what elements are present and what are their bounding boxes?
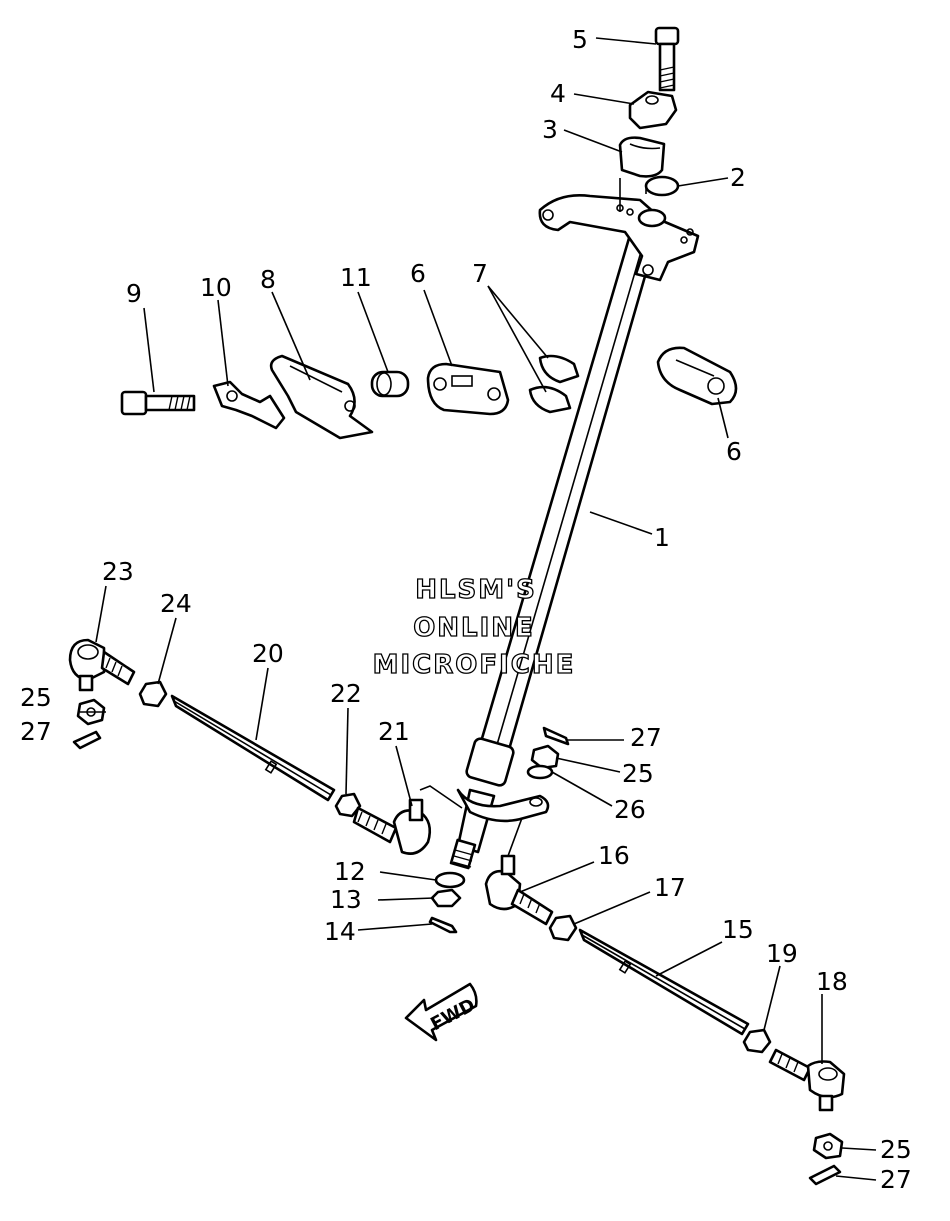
callout-7: 7 xyxy=(472,259,488,288)
nut-25-mid xyxy=(530,744,560,770)
callout-1: 1 xyxy=(654,523,670,552)
cotter-pin-14 xyxy=(428,916,458,934)
forward-direction-arrow: FWD xyxy=(404,982,479,1042)
callout-24: 24 xyxy=(160,589,192,618)
callout-25-left: 25 xyxy=(20,683,52,712)
callout-8: 8 xyxy=(260,265,276,294)
callout-16: 16 xyxy=(598,841,630,870)
callout-25-right: 25 xyxy=(880,1135,912,1164)
watermark-line-3: MICROFICHE xyxy=(373,650,576,680)
nut-22 xyxy=(334,792,362,818)
clamp-4 xyxy=(628,90,678,130)
watermark-line-2: ONLINE xyxy=(413,613,535,643)
watermark: HLSM'S ONLINE MICROFICHE xyxy=(372,574,576,680)
nut-19 xyxy=(742,1028,772,1054)
bolt-5 xyxy=(654,26,680,92)
callout-4: 4 xyxy=(550,79,566,108)
nut-13 xyxy=(430,888,462,908)
callout-14: 14 xyxy=(324,917,356,946)
cotter-pin-27-mid xyxy=(542,726,570,746)
callout-6-right: 6 xyxy=(726,437,742,466)
tie-rod-end-16 xyxy=(484,854,554,926)
callout-6-left: 6 xyxy=(410,259,426,288)
callout-3: 3 xyxy=(542,115,558,144)
holder-6-right xyxy=(656,346,738,406)
cotter-pin-27-left xyxy=(72,730,102,750)
callout-labels: 1 2 3 4 5 6 6 7 8 9 10 11 12 13 14 15 16… xyxy=(20,25,912,1194)
nut-24 xyxy=(138,680,168,708)
callout-18: 18 xyxy=(816,967,848,996)
upper-bracket xyxy=(538,194,700,282)
callout-15: 15 xyxy=(722,915,754,944)
tie-rod-end-18 xyxy=(768,1048,846,1112)
cotter-pin-27-right xyxy=(808,1164,842,1186)
nut-25-right xyxy=(812,1132,844,1160)
tie-rod-20 xyxy=(170,694,336,802)
collar-11 xyxy=(370,370,410,398)
tie-rod-end-21 xyxy=(352,798,432,855)
tie-rod-15 xyxy=(578,928,750,1036)
callout-27-left: 27 xyxy=(20,717,52,746)
callout-5: 5 xyxy=(572,25,588,54)
watermark-line-1: HLSM'S xyxy=(415,575,537,605)
washer-26 xyxy=(526,764,554,780)
callout-9: 9 xyxy=(126,279,142,308)
lock-plate-10 xyxy=(212,380,286,430)
callout-13: 13 xyxy=(330,885,362,914)
callout-23: 23 xyxy=(102,557,134,586)
callout-19: 19 xyxy=(766,939,798,968)
callout-22: 22 xyxy=(330,679,362,708)
tie-rod-end-23 xyxy=(68,638,136,692)
callout-17: 17 xyxy=(654,873,686,902)
callout-27-right: 27 xyxy=(880,1165,912,1194)
callout-12: 12 xyxy=(334,857,366,886)
nut-17 xyxy=(548,914,578,942)
cap-2 xyxy=(644,175,680,197)
callout-2: 2 xyxy=(730,163,746,192)
callout-10: 10 xyxy=(200,273,232,302)
callout-20: 20 xyxy=(252,639,284,668)
holder-6-left xyxy=(426,362,510,416)
callout-11: 11 xyxy=(340,263,372,292)
leader-lines xyxy=(73,37,877,1181)
callout-26: 26 xyxy=(614,795,646,824)
guide-plate-8 xyxy=(269,354,374,440)
bushing-3 xyxy=(618,136,666,178)
washer-12 xyxy=(434,871,466,889)
callout-25-mid: 25 xyxy=(622,759,654,788)
bolt-9 xyxy=(120,390,196,416)
callout-27-mid: 27 xyxy=(630,723,662,752)
callout-21: 21 xyxy=(378,717,410,746)
washers-7 xyxy=(528,354,580,414)
